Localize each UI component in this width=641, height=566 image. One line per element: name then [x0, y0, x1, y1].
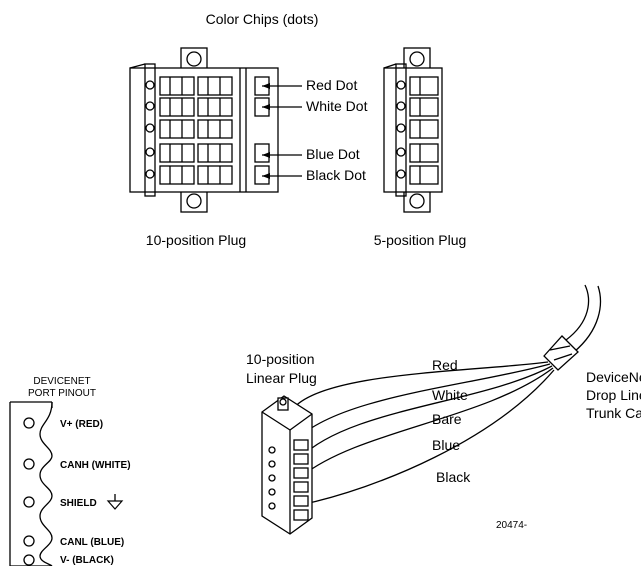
linear-plug-caption-line1: 10-position [246, 351, 315, 367]
pin-v-plus: V+ (RED) [60, 419, 103, 430]
pin-v-minus: V- (BLACK) [60, 555, 114, 566]
wire-black-label: Black [436, 469, 471, 485]
wires [291, 361, 555, 506]
ten-position-plug [129, 47, 279, 213]
port-pinout: DEVICENET PORT PINOUT V+ (RED) CANH (WHI… [9, 376, 131, 566]
figure-id: 20474- [496, 520, 527, 531]
ground-icon [106, 494, 124, 510]
wire-red-label: Red [432, 357, 458, 373]
white-dot-label: White Dot [306, 98, 368, 114]
devicenet-cable [543, 284, 602, 371]
cable-label-line3: Trunk Cable [586, 405, 641, 421]
dot-leaders [262, 83, 302, 179]
wire-white-label: White [432, 387, 468, 403]
red-dot-label: Red Dot [306, 77, 357, 93]
ten-position-plug-caption: 10-position Plug [146, 232, 246, 248]
color-chips-caption: Color Chips (dots) [206, 11, 319, 27]
blue-dot-label: Blue Dot [306, 146, 360, 162]
cable-label-line1: DeviceNet [586, 369, 641, 385]
cable-label-line2: Drop Line or [586, 387, 641, 403]
five-position-plug-caption: 5-position Plug [374, 232, 467, 248]
wire-blue-label: Blue [432, 437, 460, 453]
pin-shield: SHIELD [60, 498, 97, 509]
pinout-title-line1: DEVICENET [33, 376, 90, 387]
wire-bare-label: Bare [432, 411, 462, 427]
linear-plug-caption-line2: Linear Plug [246, 370, 317, 386]
pinout-title-line2: PORT PINOUT [28, 388, 96, 399]
five-position-plug [383, 47, 443, 213]
pin-canh: CANH (WHITE) [60, 460, 131, 471]
linear-plug [261, 395, 313, 535]
black-dot-label: Black Dot [306, 167, 366, 183]
pin-canl: CANL (BLUE) [60, 537, 124, 548]
